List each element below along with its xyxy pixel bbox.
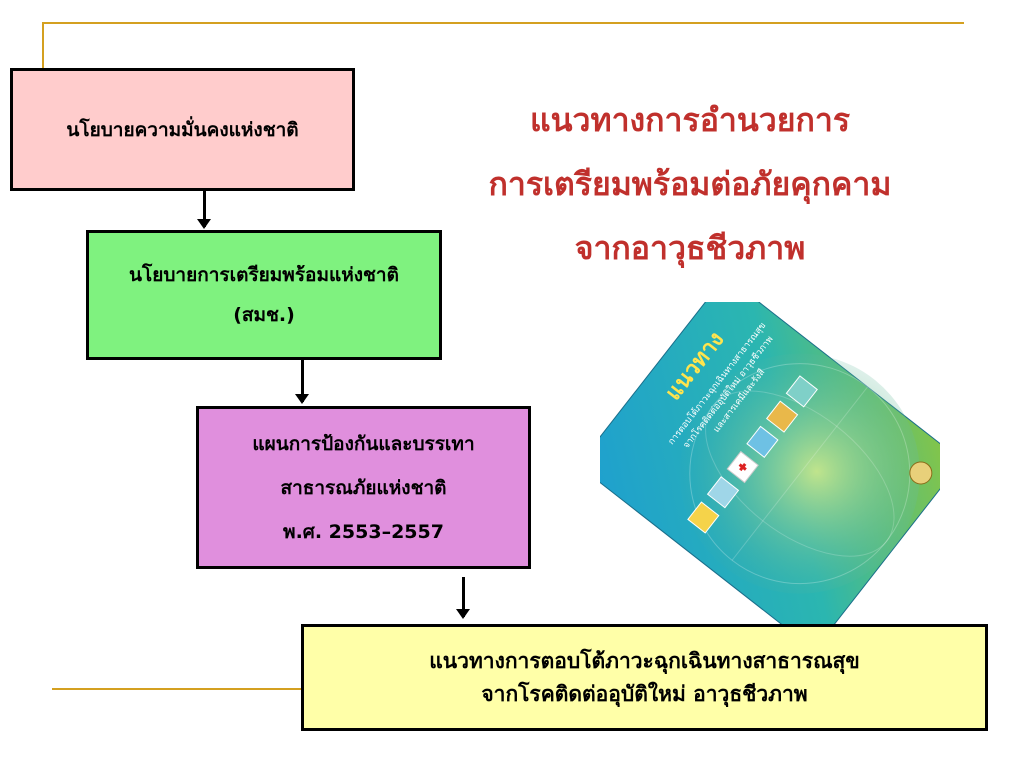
national-security-policy-label: นโยบายความมั่นคงแห่งชาติ xyxy=(66,118,299,141)
arrow-3 xyxy=(456,577,470,619)
left-rule xyxy=(42,22,44,70)
national-preparedness-policy-box: นโยบายการเตรียมพร้อมแห่งชาติ (สมช.) xyxy=(86,230,442,360)
slide-title: แนวทางการอำนวยการ การเตรียมพร้อมต่อภัยคุ… xyxy=(440,88,940,280)
disaster-plan-line-1: แผนการป้องกันและบรรเทา xyxy=(252,432,475,455)
top-rule xyxy=(42,22,964,24)
preparedness-line-1: นโยบายการเตรียมพร้อมแห่งชาติ xyxy=(129,264,399,286)
disaster-plan-box: แผนการป้องกันและบรรเทา สาธารณภัยแห่งชาติ… xyxy=(196,406,531,569)
guideline-book-cover: แนวทาง การตอบโต้ภาวะฉุกเฉินทางสาธารณสุข … xyxy=(577,275,963,651)
disaster-plan-line-2: สาธารณภัยแห่งชาติ xyxy=(280,476,447,499)
national-security-policy-box: นโยบายความมั่นคงแห่งชาติ xyxy=(10,68,355,191)
title-line-2: การเตรียมพร้อมต่อภัยคุกคาม xyxy=(488,165,892,203)
title-line-3: จากอาวุธชีวภาพ xyxy=(574,229,806,267)
guideline-line-2: จากโรคติดต่ออุบัติใหม่ อาวุธชีวภาพ xyxy=(481,681,808,706)
disaster-plan-line-3: พ.ศ. 2553–2557 xyxy=(283,520,444,543)
book-cover-image: แนวทาง การตอบโต้ภาวะฉุกเฉินทางสาธารณสุข … xyxy=(577,275,963,651)
preparedness-line-2: (สมช.) xyxy=(233,304,295,326)
public-health-guideline-box: แนวทางการตอบโต้ภาวะฉุกเฉินทางสาธารณสุข จ… xyxy=(301,624,988,731)
ministry-seal-icon xyxy=(909,461,933,485)
title-line-1: แนวทางการอำนวยการ xyxy=(530,101,850,139)
book-icon-row xyxy=(687,375,818,534)
guideline-line-1: แนวทางการตอบโต้ภาวะฉุกเฉินทางสาธารณสุข xyxy=(429,648,860,673)
bottom-rule xyxy=(52,688,302,690)
arrow-1 xyxy=(197,191,211,229)
arrow-2 xyxy=(295,360,309,404)
